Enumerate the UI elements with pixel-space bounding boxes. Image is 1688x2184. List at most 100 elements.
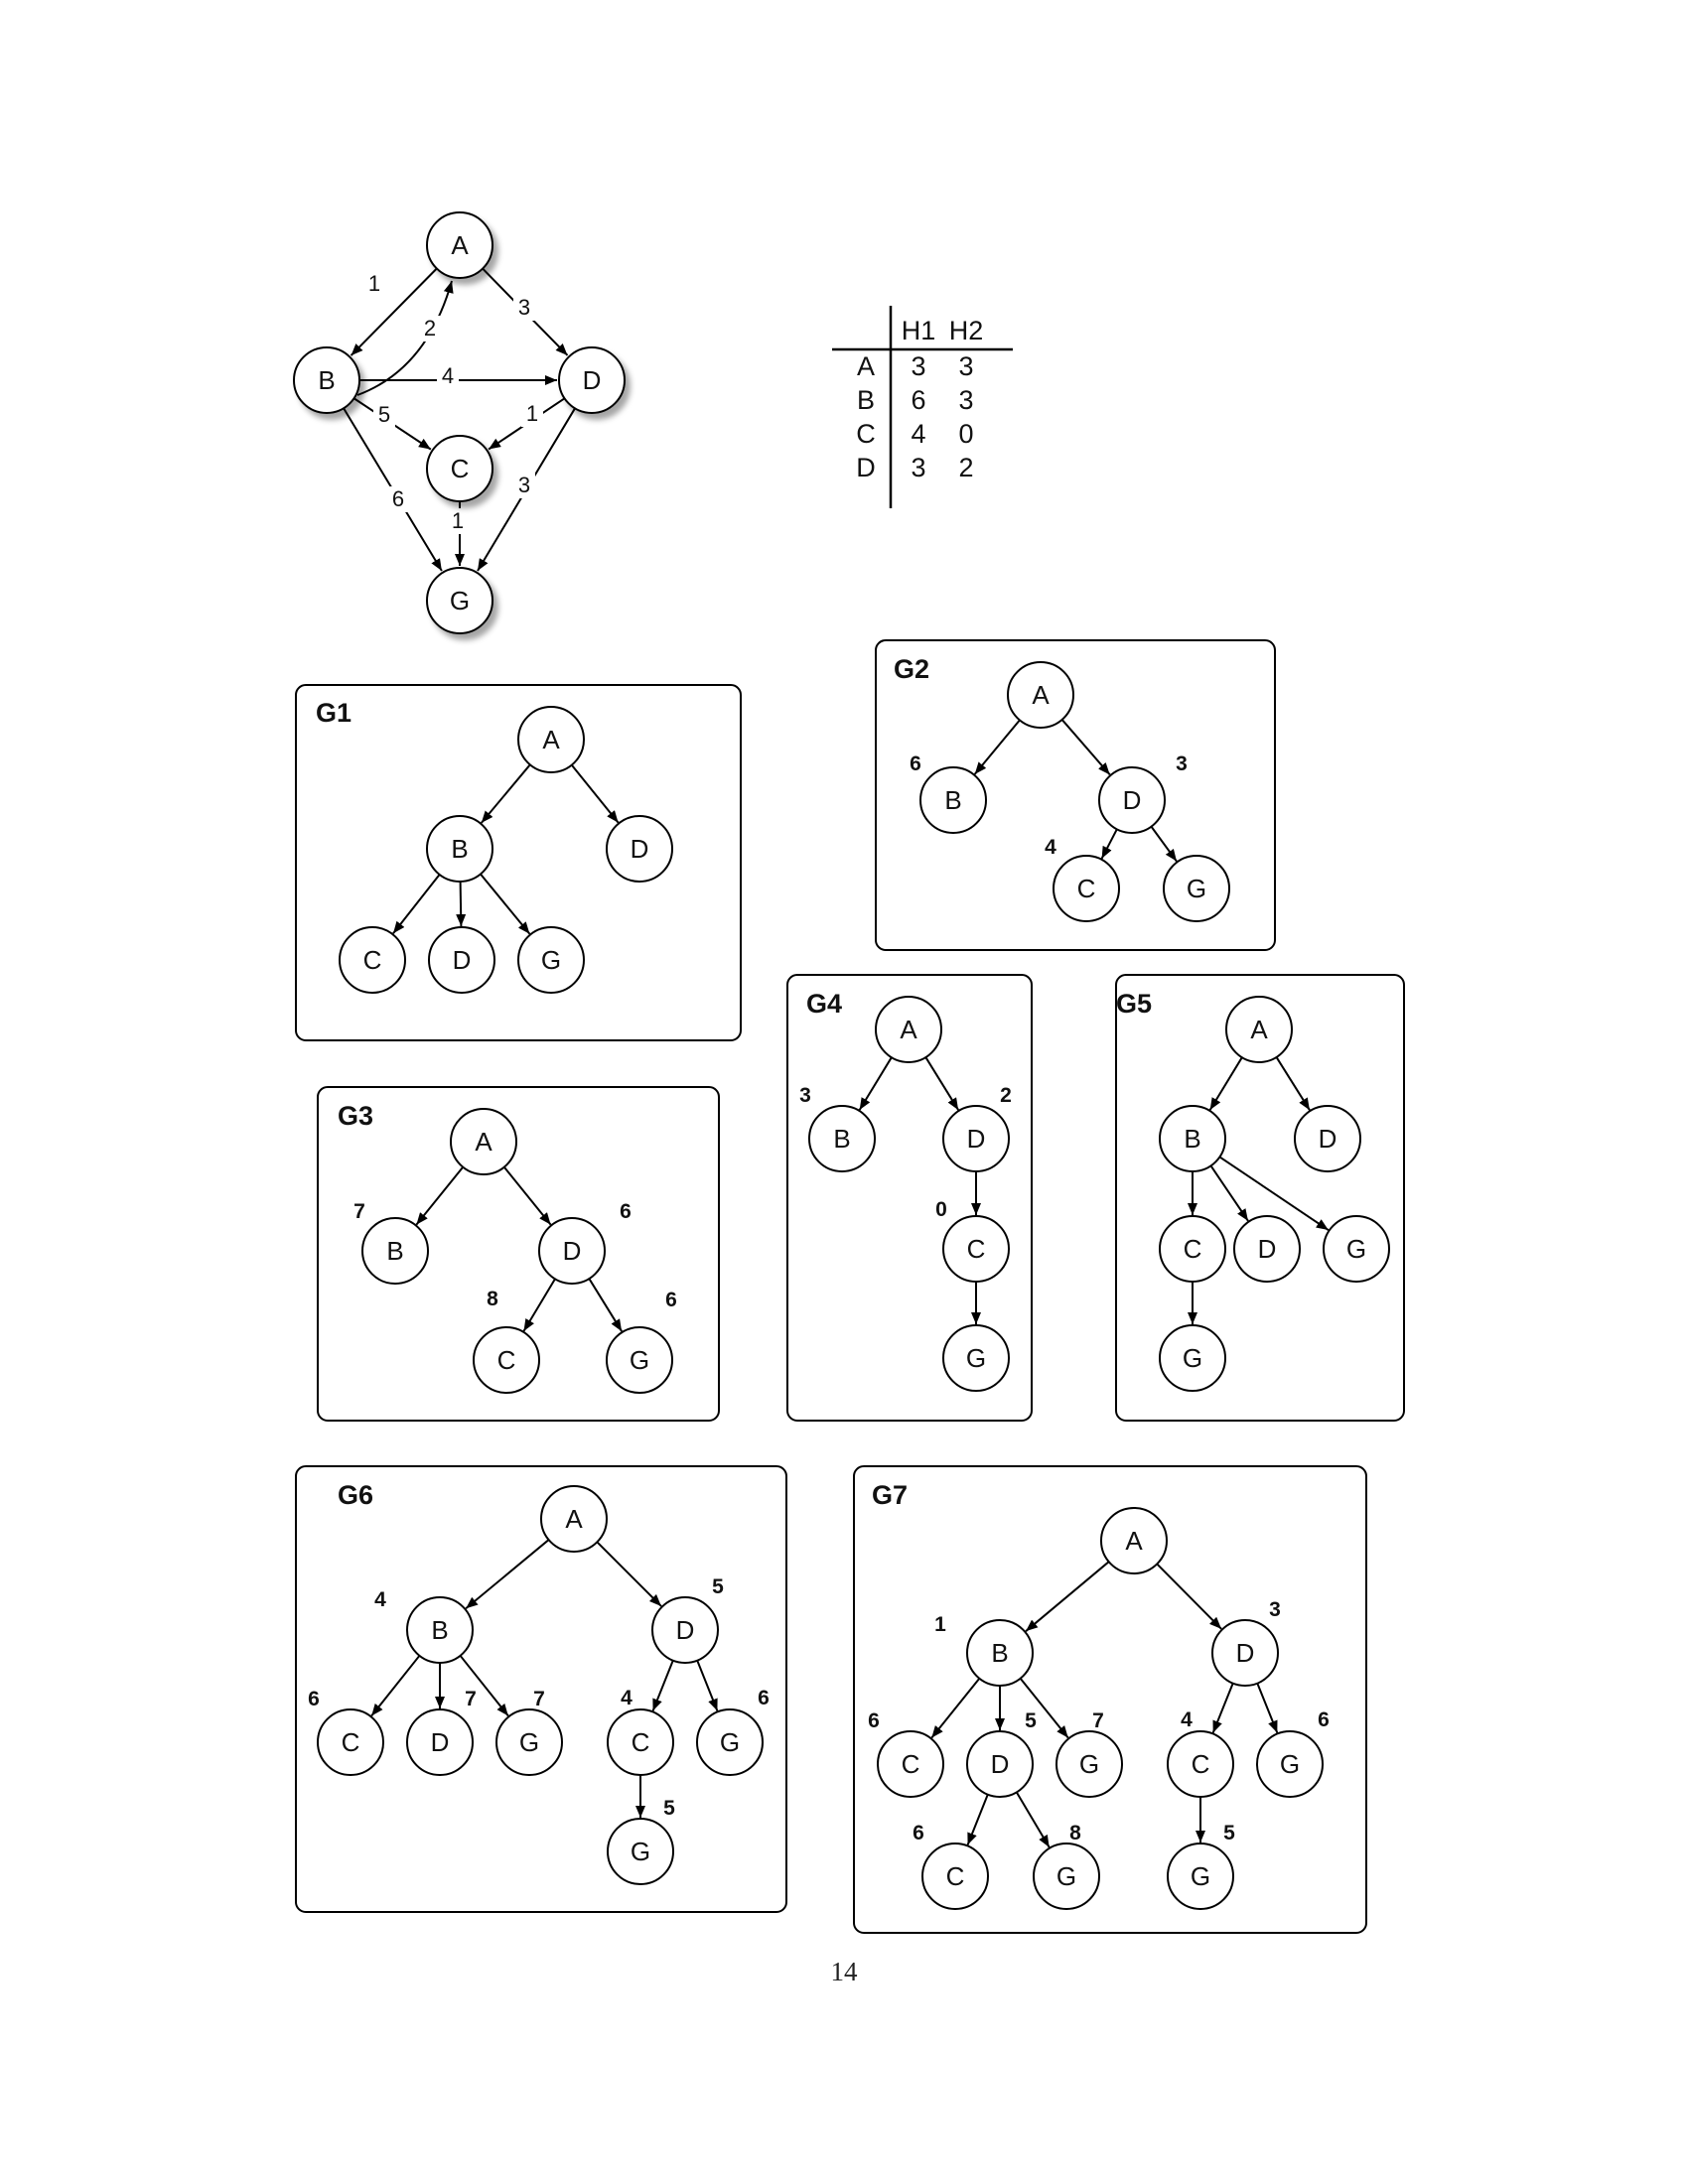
node-value: 8 — [487, 1288, 498, 1310]
edge-weight: 2 — [424, 316, 436, 341]
edge-b-a — [356, 280, 454, 396]
tree-edge — [1218, 1156, 1330, 1231]
node-g: G — [606, 1326, 673, 1394]
node-g: G — [1055, 1730, 1123, 1798]
tree-edges — [370, 1539, 719, 1818]
edge-weight: 1 — [526, 401, 538, 426]
node-value: 3 — [1269, 1598, 1281, 1621]
node-label: G — [631, 1837, 650, 1866]
node-c: C — [877, 1730, 944, 1798]
node-label: G — [1079, 1749, 1099, 1779]
node-circle — [1159, 1105, 1226, 1172]
node-label: D — [631, 834, 649, 864]
node-value: 7 — [1092, 1709, 1104, 1732]
node-circle — [606, 815, 673, 883]
table-row-label: A — [857, 351, 875, 381]
node-label: B — [833, 1124, 850, 1154]
tree-edge — [1256, 1683, 1279, 1733]
node-circle — [426, 567, 493, 634]
node-a: A — [1007, 661, 1074, 729]
node-circle — [1007, 661, 1074, 729]
node-value: 4 — [1045, 836, 1056, 859]
table-cell: 3 — [911, 351, 925, 381]
node-g: G — [696, 1708, 764, 1776]
node-circle — [1163, 855, 1230, 922]
tree-edge — [1015, 1791, 1051, 1848]
tree-edge — [973, 719, 1021, 775]
panel-title: G7 — [872, 1480, 908, 1510]
node-circle — [426, 211, 493, 279]
tree-edge — [1100, 828, 1118, 860]
tree-edge — [459, 1655, 509, 1717]
tree-edge — [1209, 1164, 1249, 1222]
node-label: C — [342, 1727, 360, 1757]
node-b: B — [426, 815, 493, 883]
node-value: 7 — [533, 1688, 545, 1710]
node-label: D — [1123, 785, 1142, 815]
tree-edge — [858, 1056, 893, 1111]
tree-edge — [966, 1794, 989, 1845]
node-label: B — [991, 1638, 1008, 1668]
node-b: B — [919, 766, 987, 834]
tree-edge — [651, 1660, 674, 1711]
panel-frame — [1115, 974, 1405, 1422]
edge-label-bg — [373, 402, 395, 428]
node-value: 6 — [308, 1688, 320, 1710]
node-circle — [966, 1730, 1034, 1798]
node-g: G — [1163, 855, 1230, 922]
node-label: C — [632, 1727, 650, 1757]
node-circle — [1167, 1843, 1234, 1910]
node-b: B — [1159, 1105, 1226, 1172]
node-value: 6 — [665, 1289, 677, 1311]
edge-weight: 1 — [368, 271, 380, 296]
node-label: D — [1319, 1124, 1337, 1154]
node-circle — [293, 346, 360, 414]
edge-a-b — [350, 267, 438, 356]
node-circle — [1159, 1215, 1226, 1283]
node-circle — [426, 815, 493, 883]
node-value: 7 — [353, 1200, 365, 1223]
node-value: 4 — [1181, 1708, 1193, 1731]
edge-label-bg — [521, 401, 543, 427]
node-label: D — [676, 1615, 695, 1645]
tree-edge — [480, 873, 531, 935]
tree-edges — [415, 1166, 623, 1332]
node-label: C — [451, 454, 470, 483]
node-circle — [426, 435, 493, 502]
tree-edge — [930, 1678, 981, 1739]
node-circle — [428, 926, 495, 994]
node-circle — [517, 706, 585, 773]
node-circle — [538, 1217, 606, 1285]
node-circle — [919, 766, 987, 834]
node-g: G — [1159, 1324, 1226, 1392]
node-value: 5 — [1025, 1709, 1037, 1732]
node-circle — [942, 1324, 1010, 1392]
tree-edge — [588, 1278, 623, 1332]
tree-edge — [570, 764, 620, 824]
node-c: C — [1159, 1215, 1226, 1283]
node-label: D — [431, 1727, 450, 1757]
node-a: A — [540, 1485, 608, 1553]
node-b: B — [966, 1619, 1034, 1687]
edge-label-bg — [387, 486, 409, 512]
node-label: G — [541, 945, 561, 975]
node-circle — [651, 1596, 719, 1664]
edge-label-bg — [363, 271, 385, 297]
node-label: A — [1125, 1526, 1143, 1556]
node-d: D — [1098, 766, 1166, 834]
edge-label-bg — [513, 295, 535, 321]
node-circle — [877, 1730, 944, 1798]
node-label: C — [946, 1861, 965, 1891]
panel-title: G6 — [338, 1480, 373, 1510]
node-g: G — [495, 1708, 563, 1776]
node-circle — [540, 1485, 608, 1553]
node-a: A — [1225, 996, 1293, 1063]
table-cell: 6 — [911, 385, 925, 415]
node-g: G — [1167, 1843, 1234, 1910]
edge-label-bg — [447, 508, 469, 534]
node-g: G — [426, 567, 493, 634]
node-label: C — [363, 945, 382, 975]
node-a: A — [426, 211, 493, 279]
